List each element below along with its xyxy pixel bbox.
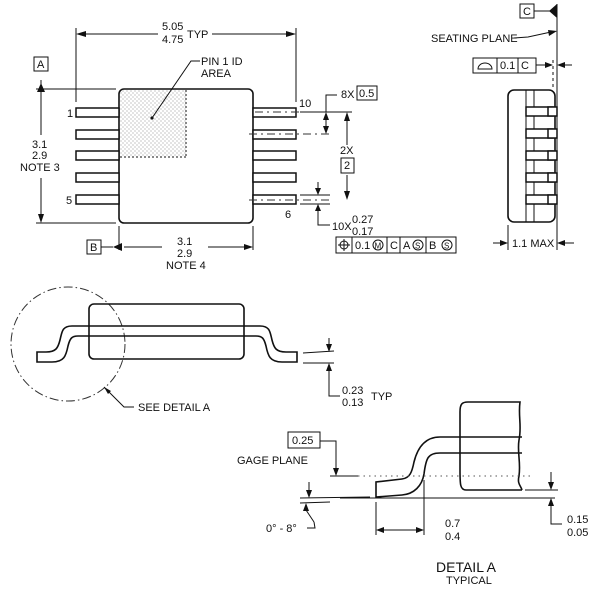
body-length-dimension: 5.05 4.75 TYP [75,21,297,102]
body-height-min: 2.9 [32,150,47,162]
position-datum2-modifier: S [415,242,420,251]
datum-b: B [90,242,97,254]
body-width-dimension: B 3.1 2.9 NOTE 4 [86,226,254,272]
lead-thickness-min: 0.13 [342,397,363,409]
height-max-dimension: 1.1 MAX [493,225,574,250]
coplanarity-datum: C [521,60,529,72]
position-datum2: A [403,240,411,252]
span-count: 2X [340,145,354,157]
pin-7 [252,172,297,183]
pin10-number: 10 [299,98,311,110]
foot-length-min: 0.4 [445,531,460,543]
top-view: 5.05 4.75 TYP PIN 1 ID AREA 1 5 [20,21,457,272]
see-detail-label: SEE DETAIL A [138,402,211,414]
body-length-max: 5.05 [162,21,183,33]
datum-a: A [37,59,45,71]
detail-lead [375,436,522,498]
pin1-callout: PIN 1 ID AREA [150,56,243,120]
datum-c: C [523,6,531,18]
left-lead [36,325,89,363]
span-value: 2 [344,160,350,172]
pin1-label-line2: AREA [201,68,232,80]
front-view: SEE DETAIL A 0.23 0.13 TYP [10,286,392,414]
lead-width-max: 0.27 [352,214,373,226]
pin5-number: 5 [66,195,72,207]
height-max-label: 1.1 MAX [512,238,555,250]
pin-3 [75,150,120,161]
gage-value: 0.25 [292,435,313,447]
side-view: C SEATING PLANE 0.1 C [431,3,574,250]
body-height-dimension: A 3.1 2.9 NOTE 3 [20,56,116,224]
body-length-suffix: TYP [187,29,208,41]
datum-b-box [86,239,102,255]
gage-plane-label: GAGE PLANE [237,455,308,467]
position-value: 0.1 [355,240,370,252]
front-body [88,303,245,360]
foot-length-dimension: 0.7 0.4 [375,480,460,543]
pin1-label-line1: PIN 1 ID [201,56,243,68]
pitch-count: 8X [341,89,355,101]
lead-width-count: 10X [332,221,352,233]
span-dimension: 2X 2 [338,112,356,200]
pin-8 [252,150,297,161]
lead-thickness-suffix: TYP [371,391,392,403]
angle-label: 0° - 8° [266,523,297,535]
lead-width-min: 0.17 [352,226,373,238]
angle-dimension: 0° - 8° [266,482,316,535]
gage-value-box [287,431,321,449]
pin1-number: 1 [67,108,73,120]
datum-a-box [33,56,49,72]
seating-plane-label: SEATING PLANE [431,33,518,45]
foot-length-max: 0.7 [445,518,460,530]
detail-subtitle: TYPICAL [446,575,492,587]
right-lead [244,325,298,363]
position-datum3-modifier: S [444,242,449,251]
body-height-max: 3.1 [32,139,47,151]
side-leads [525,106,558,205]
detail-a-circle [10,286,126,402]
position-datum3: B [429,240,436,252]
pin-4 [75,172,120,183]
left-pins: 1 5 [66,107,120,207]
coplanarity-value: 0.1 [500,60,515,72]
lead-thickness-max: 0.23 [342,385,363,397]
pitch-dimension: 8X 0.5 [300,85,378,134]
detail-title: DETAIL A [436,559,497,575]
body-width-note: NOTE 4 [166,260,206,272]
pin6-number: 6 [285,209,291,221]
standoff-dimension: 0.15 0.05 [525,472,588,539]
body-width-max: 3.1 [177,236,192,248]
coplanarity-frame: 0.1 C [472,57,572,90]
position-datum1: C [390,240,398,252]
standoff-min: 0.05 [567,527,588,539]
profile-icon [477,62,493,70]
body-length-min: 4.75 [162,34,183,46]
position-tolerance-frame: 0.1 M C A S B S [335,236,457,254]
pin-2 [75,129,120,140]
pin-5 [75,194,120,205]
detail-a: 0.25 GAGE PLANE 0° - 8° 0.7 0.4 [237,401,588,587]
body-width-min: 2.9 [177,248,192,260]
body-height-note: NOTE 3 [20,162,60,174]
lead-thickness-dimension: 0.23 0.13 TYP [302,338,392,409]
lead-width-dimension: 10X 0.27 0.17 [300,182,373,238]
pin-1 [75,107,120,118]
detail-body [459,401,523,491]
position-icon [338,239,350,251]
standoff-max: 0.15 [567,514,588,526]
pitch-value: 0.5 [359,88,374,100]
pin1-id-area [120,90,186,157]
right-pins: 10 6 [249,98,330,221]
position-modifier: M [375,242,382,251]
